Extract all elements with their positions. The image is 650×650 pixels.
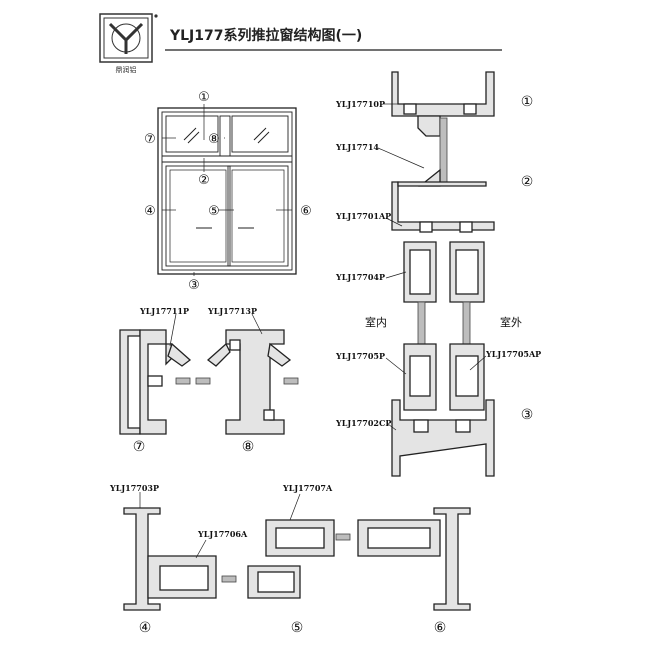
elevation-callout-5: ⑤ [208,204,220,219]
part-label-ylj17704p: YLJ17704P [335,272,385,282]
detail-marker-4: ④ [139,620,152,636]
vertical-section-drawing [377,71,495,477]
section-marker-3: ③ [521,407,534,423]
part-label-ylj17705p: YLJ17705P [335,351,385,361]
detail-marker-5: ⑤ [291,620,304,636]
elevation-callout-8: ⑧ [208,132,220,147]
detail-marker-7: ⑦ [133,439,146,455]
part-label-ylj17701ap: YLJ17701AP [335,211,391,221]
part-label-ylj17705ap: YLJ17705AP [485,349,541,359]
elevation-callout-1: ① [198,90,210,105]
horizontal-section-drawing [123,492,471,611]
elevation-callout-6: ⑥ [300,204,312,219]
part-label-ylj17714: YLJ17714 [335,142,379,152]
detail-7-drawing [119,313,211,435]
part-label-ylj17710p: YLJ17710P [335,99,385,109]
section-marker-1: ① [521,94,534,110]
section-marker-2: ② [521,174,534,190]
elevation-callout-2: ② [198,173,210,188]
part-label-ylj17713p: YLJ17713P [207,306,257,316]
outdoor-label: 室外 [500,315,522,329]
elevation-callout-4: ④ [144,204,156,219]
part-label-ylj17711p: YLJ17711P [139,306,189,316]
part-label-ylj17702cp: YLJ17702CP [335,418,391,428]
logo-caption: 鼎润铝 [116,65,137,74]
part-label-ylj17706a: YLJ17706A [197,529,248,539]
part-label-ylj17707a: YLJ17707A [282,483,333,493]
window-elevation [157,104,297,276]
page-title: YLJ177系列推拉窗结构图(一) [169,27,362,44]
detail-marker-8: ⑧ [242,439,255,455]
part-label-ylj17703p: YLJ17703P [109,483,159,493]
detail-marker-6: ⑥ [434,620,447,636]
indoor-label: 室内 [365,315,387,329]
company-logo: 鼎润铝 [99,13,158,74]
detail-8-drawing [206,313,299,435]
elevation-callout-7: ⑦ [144,132,156,147]
elevation-callout-3: ③ [188,278,200,293]
